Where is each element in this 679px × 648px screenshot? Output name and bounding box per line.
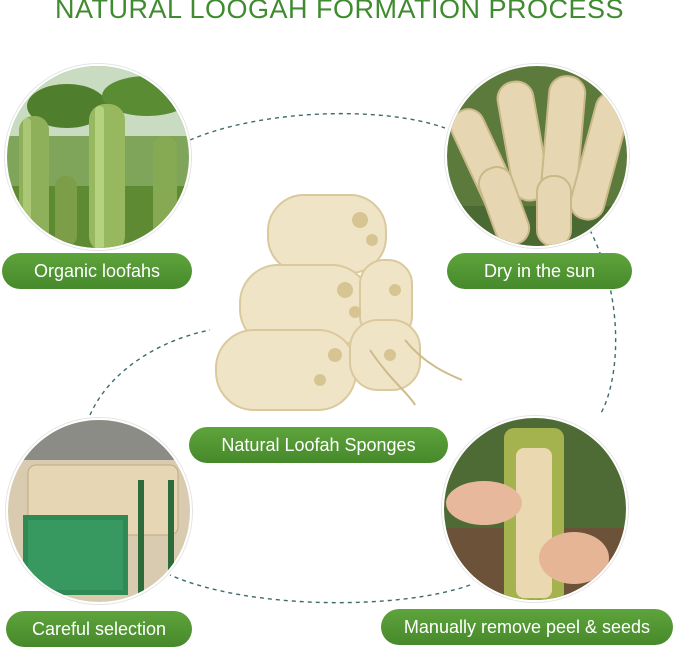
dried-loofahs-photo [445, 64, 629, 248]
label-natural-loofah-sponges: Natural Loofah Sponges [189, 427, 448, 463]
label-dry-in-the-sun: Dry in the sun [447, 253, 632, 289]
page-title: NATURAL LOOGAH FORMATION PROCESS [54, 0, 625, 24]
organic-loofahs-photo [5, 64, 191, 250]
careful-selection-photo [6, 418, 192, 604]
label-manually-remove-peel: Manually remove peel & seeds [381, 609, 673, 645]
loofah-sponges-photo [210, 190, 472, 418]
label-organic-loofahs: Organic loofahs [2, 253, 192, 289]
label-careful-selection: Careful selection [6, 611, 192, 647]
peeling-photo [442, 416, 628, 602]
